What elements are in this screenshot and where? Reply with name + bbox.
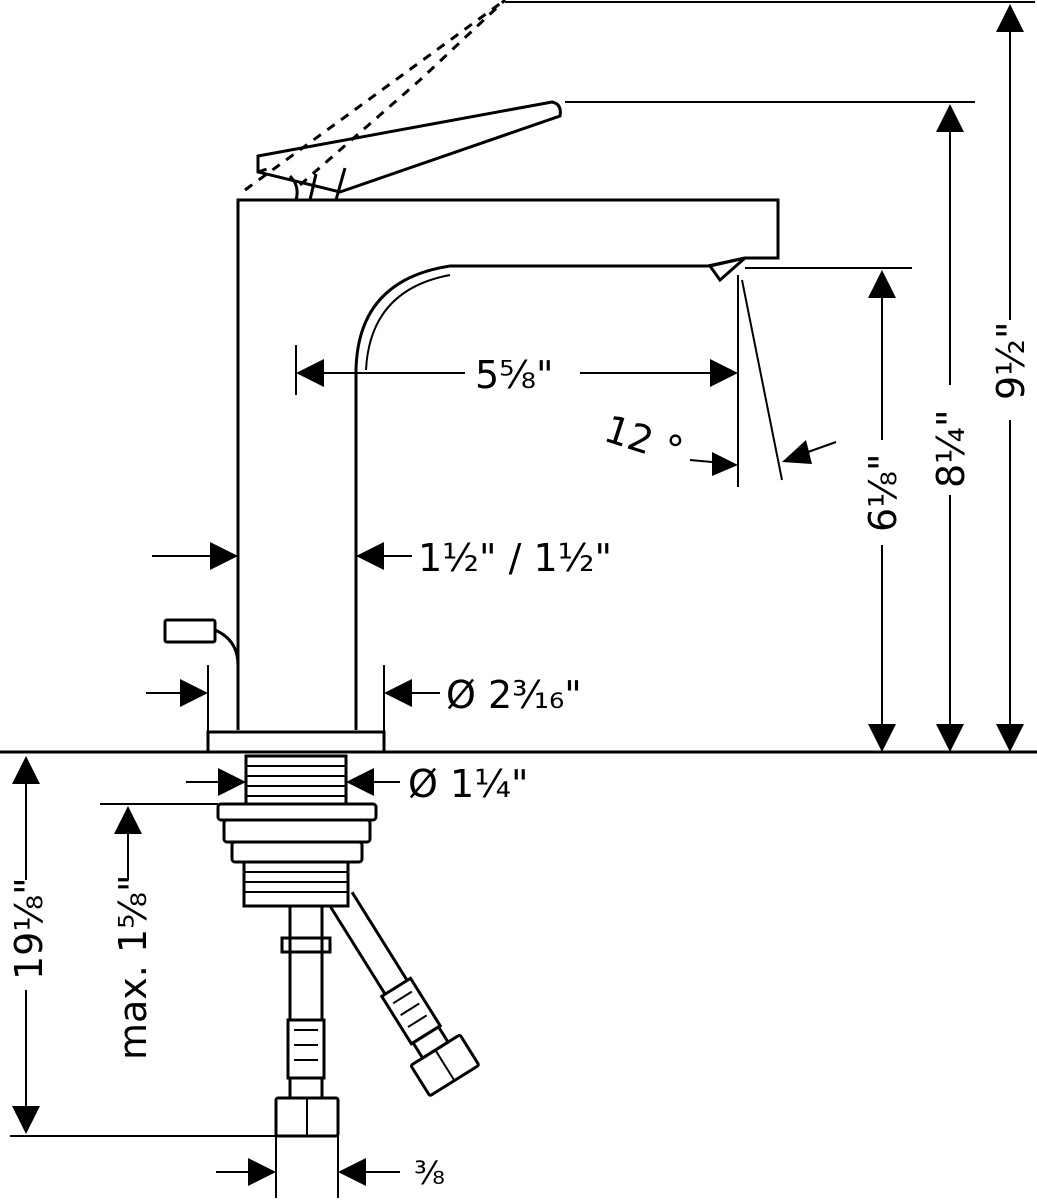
label-body-width: 1½" / 1½" <box>418 536 612 580</box>
faucet-lever <box>256 100 562 201</box>
dimension-body-width <box>152 542 412 570</box>
label-max-deck-thickness: max. 1⁵⁄₈" <box>111 875 155 1060</box>
dimension-overall-height <box>996 4 1024 752</box>
base-plate <box>206 730 386 754</box>
dimension-spout-reach <box>296 359 738 387</box>
label-spray-angle: 12 ° <box>599 407 688 473</box>
dimension-spray-angle <box>689 440 837 476</box>
dimension-hose-length <box>12 756 40 1134</box>
lever-open-outline <box>244 0 507 192</box>
supply-hose-straight <box>274 906 340 1138</box>
faucet-body <box>236 198 780 730</box>
supply-hose-angled <box>328 891 480 1097</box>
label-lever-height: 8¼" <box>929 410 973 489</box>
label-spout-reach: 5⁵⁄₈" <box>475 353 553 397</box>
label-hose-length: 19⅛" <box>7 877 51 980</box>
label-overall-height: 9½" <box>989 322 1033 401</box>
threaded-shank <box>216 754 378 908</box>
label-base-diameter: Ø 2³⁄₁₆" <box>446 673 582 717</box>
dimension-base-diameter <box>146 679 440 707</box>
dimension-lever-height <box>936 104 964 752</box>
label-hose-connection: ³⁄₈ <box>414 1154 445 1192</box>
label-spout-height: 6⅛" <box>861 454 905 533</box>
dimension-spout-height <box>868 270 896 752</box>
extension-lines <box>10 1 1035 1198</box>
label-shank-diameter: Ø 1¼" <box>408 762 528 806</box>
dimension-shank-diameter <box>186 768 400 796</box>
pop-up-knob <box>163 618 240 666</box>
dimension-max-deck-thickness <box>114 806 142 880</box>
dimension-hose-connection <box>216 1158 400 1186</box>
